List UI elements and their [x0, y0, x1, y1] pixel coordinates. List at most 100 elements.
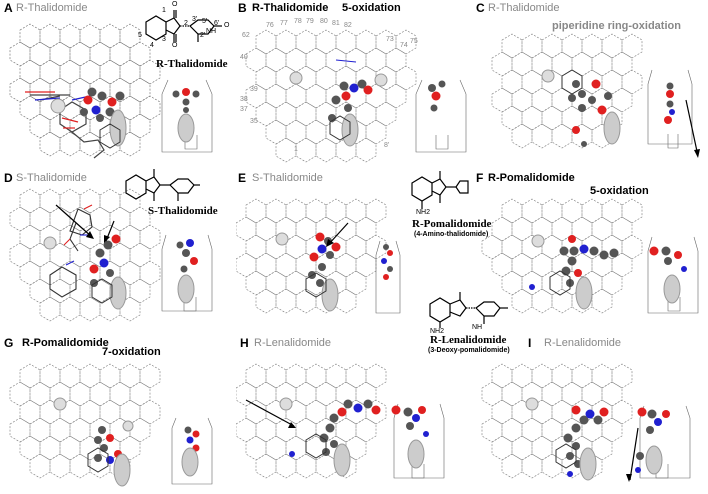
panel-e-ellipse [321, 278, 339, 312]
panel-b-residue-8p: 1 [294, 146, 298, 153]
panel-a-ligand-wire [30, 94, 105, 159]
panel-c-title: R-Thalidomide [488, 2, 560, 14]
panel-b-residue-78: 78 [294, 18, 302, 25]
panel-c-ellipse [603, 111, 621, 145]
panel-d-atoms [89, 234, 121, 287]
panel-b-residue-77: 77 [280, 20, 288, 27]
panel-g-figure [9, 363, 213, 487]
panel-d-structure-label: S-Thalidomide [148, 205, 218, 217]
panel-a-structure-label: R-Thalidomide [156, 58, 228, 70]
atom-number-2: 2 [184, 20, 188, 27]
panel-i: I R-Lenalidomide [472, 330, 708, 494]
panel-b-residue-38: 38 [240, 96, 248, 103]
panel-a: A R-Thalidomide R-Thalidomide 1 2 3 4 5 … [0, 0, 236, 165]
panel-b-residue-39: 39 [250, 86, 258, 93]
panel-b-side-atoms [428, 80, 446, 112]
panel-f-subtitle: 5-oxidation [590, 185, 649, 197]
panel-a-hex-grid [9, 23, 161, 157]
panel-d-arrow-line [55, 204, 93, 238]
panel-d-ellipse [109, 276, 127, 310]
atom-label-o-top: O [172, 1, 178, 8]
panel-e-structure-label: R-Pomalidomide [412, 218, 492, 230]
panel-f-phenyl [549, 270, 571, 296]
panel-i-ion-sphere [525, 397, 539, 411]
panel-d-side-frame [161, 234, 213, 312]
panel-b-ion-sphere-2 [374, 73, 388, 87]
panel-e-side-frame [375, 240, 401, 314]
panel-b-phenyl [329, 115, 351, 141]
panel-f-side-ellipse [663, 274, 681, 304]
panel-a-structure [145, 10, 222, 42]
panel-c-ion-sphere [541, 69, 555, 83]
panel-d-ion-sphere [43, 236, 57, 250]
panel-e-side-atoms [381, 244, 393, 280]
panel-f-ellipse [575, 276, 593, 310]
panel-g: G R-Pomalidomide 7-oxidation [0, 330, 236, 494]
panel-g-side-ellipse [181, 447, 199, 477]
panel-c-subtitle: piperidine ring-oxidation [552, 20, 681, 32]
panel-f-title: R-Pomalidomide [488, 172, 575, 184]
panel-i-side-atoms [635, 407, 670, 473]
panel-b-residue-75: 75 [410, 38, 418, 45]
panel-a-phenyl [99, 123, 121, 149]
lenalidomide-structure [429, 292, 508, 328]
panel-h-structure-sub: (3-Deoxy-pomalidomide) [428, 347, 510, 354]
panel-h-figure [236, 363, 445, 479]
panel-e: E S-Thalidomide NH2 R-Pomalidomide (4-Am… [236, 165, 491, 330]
atom-label-o-bottom: O [172, 42, 178, 49]
panel-b-residue-62: 62 [242, 32, 250, 39]
panel-e-arrow-head [326, 239, 334, 247]
panel-a-title: R-Thalidomide [16, 2, 88, 14]
panel-c-figure [491, 33, 700, 158]
panel-g-side-frame [171, 417, 213, 485]
panel-c-letter: C [476, 1, 485, 15]
panel-b-residue-40: 40 [240, 54, 248, 61]
panel-b-residue-35: 35 [250, 118, 258, 125]
panel-b-residue-9p: 8' [384, 142, 390, 149]
panel-g-ion-sphere [53, 397, 67, 411]
panel-g-side-atoms [184, 426, 200, 452]
panel-h-ion-sphere [279, 397, 293, 411]
lenalidomide-nh2-label: NH2 [430, 328, 445, 335]
panel-e-structure-sub: (4-Amino-thalidomide) [414, 231, 489, 238]
panel-b-residue-37: 37 [240, 106, 248, 113]
panel-b-letter: B [238, 1, 247, 15]
panel-c-side-frame [647, 69, 693, 149]
atom-number-3: 3 [162, 36, 166, 43]
panel-g-ion-sphere-2 [122, 420, 134, 432]
panel-g-ellipse [113, 453, 131, 487]
panel-d-phenyl [91, 278, 113, 304]
panel-h: H R-Lenalidomide [236, 330, 472, 494]
panel-c-arrow-head [694, 149, 700, 158]
panel-b-figure [245, 29, 467, 163]
panel-d-title: S-Thalidomide [16, 172, 87, 184]
panel-i-letter: I [528, 336, 532, 350]
panel-b: B R-Thalidomide 5-oxidation 76 77 78 79 … [236, 0, 472, 165]
lenalidomide-nh-label: NH [472, 324, 483, 331]
panel-e-phenyl [305, 272, 327, 298]
panel-h-ellipse [333, 443, 351, 477]
panel-f-atoms [529, 235, 619, 290]
panel-d-side-ellipse [177, 274, 195, 304]
panel-i-arrow-line [629, 427, 639, 481]
panel-f-side-atoms [649, 246, 687, 272]
panel-d-arrow-head [86, 231, 94, 239]
panel-g-hex-grid [9, 363, 161, 479]
panel-a-oxygen-wire [25, 91, 79, 129]
panel-i-hex-grid [481, 363, 633, 479]
panel-h-arrow-line [245, 399, 295, 427]
panel-d-letter: D [4, 171, 13, 185]
panel-h-structure-label: R-Lenalidomide [430, 334, 507, 346]
panel-b-hex-grid [245, 29, 417, 163]
panel-a-atoms [80, 87, 125, 122]
panel-g-subtitle: 7-oxidation [102, 346, 161, 358]
panel-a-figure [9, 10, 222, 159]
panel-e-atoms [308, 232, 341, 287]
panel-h-atoms [289, 399, 381, 457]
panel-b-ion-sphere [289, 71, 303, 85]
panel-b-residue-79: 79 [306, 18, 314, 25]
panel-c-atoms [568, 79, 612, 147]
panel-d: D S-Thalidomide S-Thalidomide [0, 165, 236, 330]
panel-e-figure [236, 171, 469, 314]
panel-c-arrow-line [685, 99, 699, 157]
